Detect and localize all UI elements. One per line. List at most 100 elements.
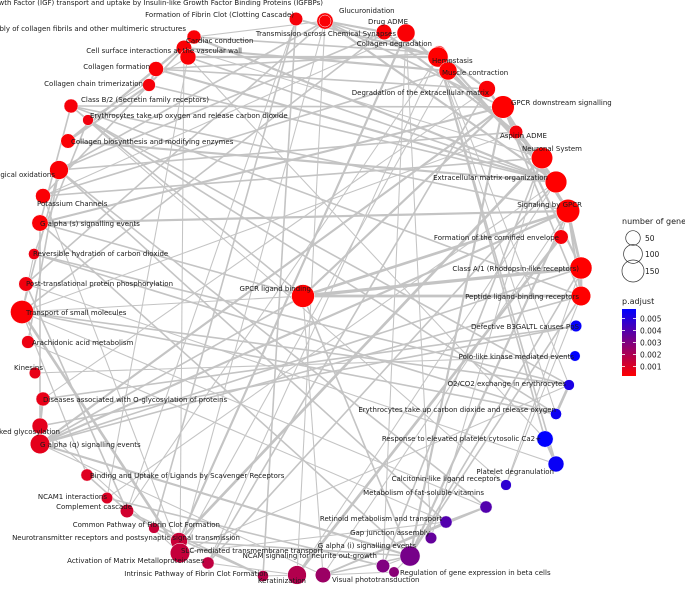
node-label: Formation of Fibrin Clot (Clotting Casca… — [145, 11, 294, 19]
network-edge — [187, 56, 546, 440]
network-node — [424, 531, 438, 545]
network-node — [531, 147, 553, 169]
network-node — [201, 556, 215, 570]
network-edge — [21, 131, 517, 313]
network-node — [186, 29, 202, 45]
network-edge — [295, 236, 563, 576]
node-label: Activation of Matrix Metalloproteinases — [67, 557, 204, 565]
network-edge — [34, 355, 576, 374]
network-edge — [302, 295, 411, 557]
network-edge — [302, 106, 504, 297]
network-edge — [87, 56, 189, 121]
node-label: NCAM signaling for neurite out-growth — [243, 552, 377, 560]
network-edge — [25, 283, 557, 465]
node-label: O-linked glycosylation — [0, 428, 60, 436]
network-edge — [437, 56, 557, 415]
network-node — [509, 125, 523, 139]
node-label: Collagen chain trimerization — [44, 80, 143, 88]
network-node — [120, 504, 134, 518]
node-label: Complement cascade — [56, 503, 132, 511]
network-node — [376, 559, 390, 573]
network-edge — [21, 311, 487, 508]
network-node — [28, 366, 42, 380]
network-edge — [21, 311, 570, 386]
network-node — [30, 434, 50, 454]
network-edge — [302, 209, 569, 298]
node-label: Kinesins — [14, 364, 43, 372]
network-node — [291, 284, 315, 308]
network-edge — [39, 443, 324, 576]
node-label: Peptide ligand-binding receptors — [465, 293, 579, 301]
network-node — [257, 570, 269, 582]
network-node — [63, 98, 79, 114]
network-edge — [382, 32, 407, 567]
network-edge — [155, 52, 440, 70]
network-node — [556, 199, 580, 223]
network-node — [478, 80, 496, 98]
node-label: G alpha (s) signalling events — [40, 220, 140, 228]
network-edge — [39, 295, 304, 445]
node-label: Neurotransmitter receptors and postsynap… — [12, 534, 240, 542]
network-edge — [33, 253, 557, 415]
network-edge — [39, 295, 582, 445]
network-node — [571, 286, 591, 306]
network-edge — [39, 209, 569, 225]
node-label: Visual phototransduction — [332, 576, 419, 584]
node-label: Collagen biosynthesis and modifying enzy… — [71, 138, 234, 146]
network-edge — [207, 52, 440, 564]
network-node — [563, 379, 575, 391]
network-edge — [207, 181, 557, 564]
network-edge — [42, 195, 181, 554]
network-node — [547, 455, 565, 473]
size-legend-title: number of genes — [622, 217, 685, 226]
node-label: Regulation of Insulin-like Growth Factor… — [0, 0, 323, 7]
node-label: Transport of small molecules — [25, 309, 127, 317]
node-label: Class A/1 (Rhodopsin-like receptors) — [452, 265, 579, 273]
network-edge — [324, 19, 385, 34]
network-edge — [155, 68, 488, 90]
network-edge — [179, 47, 185, 554]
node-label: Aspirin ADME — [500, 132, 547, 140]
network-node — [536, 430, 554, 448]
network-edge — [405, 32, 432, 539]
node-label: Intrinsic Pathway of Fibrin Clot Formati… — [124, 570, 268, 578]
network-edge — [42, 70, 449, 197]
network-edge — [409, 267, 582, 557]
network-edge — [67, 68, 157, 142]
network-node — [82, 114, 94, 126]
network-node — [388, 566, 400, 578]
color-legend-label: 0.004 — [640, 327, 662, 336]
node-label: Biological oxidations — [0, 171, 55, 179]
network-edge — [21, 311, 557, 415]
network-node — [18, 276, 34, 292]
network-node — [289, 12, 303, 26]
network-edge — [179, 521, 447, 554]
edge-layer — [20, 17, 583, 577]
node-label: G alpha (q) signalling events — [40, 441, 141, 449]
network-edge — [27, 341, 447, 523]
network-edge — [58, 169, 487, 508]
network-node — [479, 500, 493, 514]
node-label: Arachidonic acid metabolism — [32, 339, 134, 347]
network-edge — [33, 253, 570, 386]
node-label: Muscle contraction — [442, 69, 508, 77]
network-node — [318, 14, 332, 28]
network-edge — [566, 210, 583, 297]
network-edge — [39, 442, 411, 558]
node-label: Platelet degranulation — [476, 468, 554, 476]
size-legend-circle — [625, 230, 641, 246]
node-label: Cardiac conduction — [186, 37, 253, 45]
network-node — [148, 522, 160, 534]
network-node — [396, 23, 416, 43]
network-edge — [58, 31, 385, 171]
network-node — [170, 543, 190, 563]
network-edge — [153, 18, 297, 529]
network-node — [491, 95, 515, 119]
node-label: SLC-mediated transmembrane transport — [181, 547, 323, 555]
network-node — [438, 61, 458, 81]
node-layer — [10, 12, 593, 585]
network-edge — [25, 20, 326, 285]
